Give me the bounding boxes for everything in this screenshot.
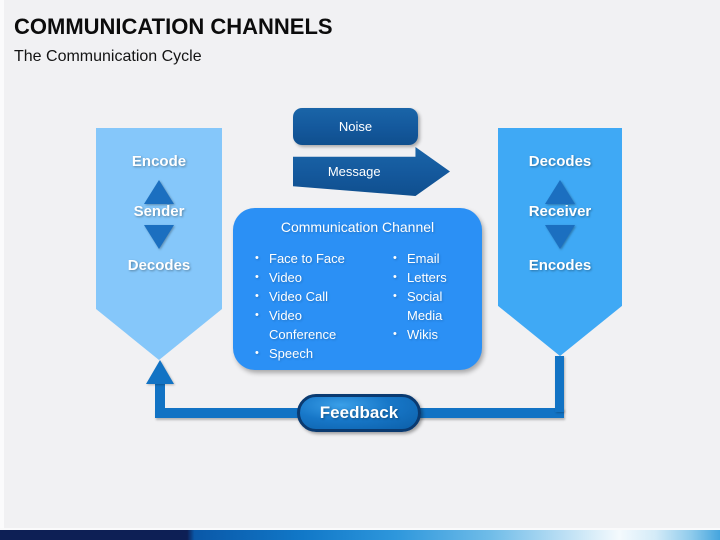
bullet-icon: • bbox=[393, 271, 397, 283]
channel-lists: •Face to Face •Video •Video Call •Video … bbox=[233, 249, 482, 363]
channel-list-right: •Email •Letters •Social Media •Wikis bbox=[393, 249, 473, 363]
bullet-icon: • bbox=[393, 328, 397, 340]
channel-title: Communication Channel bbox=[280, 219, 435, 235]
channel-list-left: •Face to Face •Video •Video Call •Video … bbox=[255, 249, 393, 363]
receiver-decodes-label: Decodes bbox=[528, 153, 592, 170]
list-item: •Email bbox=[393, 251, 440, 266]
sender-label: Sender bbox=[133, 203, 185, 220]
bottom-gradient-bar bbox=[0, 530, 720, 540]
feedback-label: Feedback bbox=[319, 403, 399, 422]
down-arrow-icon bbox=[545, 225, 575, 249]
receiver-shape: Decodes Receiver Encodes bbox=[498, 128, 622, 356]
list-item: •Video bbox=[255, 270, 303, 285]
list-item: •Letters bbox=[393, 270, 447, 285]
bottom-divider bbox=[0, 528, 720, 530]
noise-label: Noise bbox=[338, 119, 373, 134]
up-arrow-icon bbox=[144, 180, 174, 204]
bullet-icon: • bbox=[255, 347, 259, 359]
left-edge-strip bbox=[0, 0, 4, 540]
feedback-arrowhead-icon bbox=[146, 360, 174, 384]
sender-encode-label: Encode bbox=[131, 153, 187, 170]
sender-decodes-label: Decodes bbox=[127, 257, 191, 274]
communication-channel-box: Communication Channel •Face to Face •Vid… bbox=[233, 208, 482, 370]
bullet-icon: • bbox=[393, 290, 397, 302]
list-item: •Video Conference bbox=[255, 308, 337, 342]
list-item: •Wikis bbox=[393, 327, 439, 342]
receiver-encodes-label: Encodes bbox=[528, 257, 592, 274]
message-label: Message bbox=[327, 163, 381, 179]
up-arrow-icon bbox=[545, 180, 575, 204]
down-arrow-icon bbox=[144, 225, 174, 249]
page-title: COMMUNICATION CHANNELS bbox=[14, 14, 333, 39]
page-subtitle: The Communication Cycle bbox=[14, 48, 202, 65]
sender-shape: Encode Sender Decodes bbox=[96, 128, 222, 360]
bullet-icon: • bbox=[255, 252, 259, 264]
bullet-icon: • bbox=[255, 309, 259, 321]
list-item: •Face to Face bbox=[255, 251, 345, 266]
list-item: •Social Media bbox=[393, 289, 443, 323]
receiver-label: Receiver bbox=[528, 203, 592, 220]
feedback-pill: Feedback bbox=[297, 394, 421, 432]
message-arrow: Message bbox=[293, 147, 450, 196]
list-item: •Speech bbox=[255, 346, 314, 361]
bullet-icon: • bbox=[393, 252, 397, 264]
feedback-line-right bbox=[555, 356, 564, 412]
feedback-line-left bbox=[155, 382, 165, 412]
list-item: •Video Call bbox=[255, 289, 329, 304]
bullet-icon: • bbox=[255, 271, 259, 283]
bullet-icon: • bbox=[255, 290, 259, 302]
noise-box: Noise bbox=[293, 108, 418, 145]
